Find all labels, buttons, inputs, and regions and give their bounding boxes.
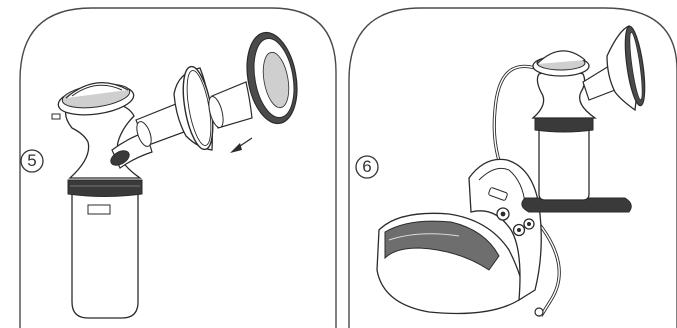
bottle — [68, 180, 142, 318]
insert-direction-arrow — [230, 138, 252, 153]
bottle-collar — [68, 180, 142, 197]
tube-port — [535, 308, 543, 316]
breast-shield — [134, 64, 218, 151]
step-6-illustration — [339, 0, 677, 328]
pump-motor-unit — [377, 159, 543, 316]
step-6-number: 6 — [357, 157, 377, 177]
step-5-illustration — [0, 0, 338, 328]
silicone-cushion — [206, 29, 304, 129]
step-5-panel: 5 — [0, 0, 338, 328]
step-6-panel: 6 — [339, 0, 677, 328]
bottle-window — [88, 205, 110, 214]
step-5-number: 5 — [22, 151, 42, 171]
bottle-collar — [535, 118, 593, 132]
assembled-pump — [533, 25, 648, 200]
